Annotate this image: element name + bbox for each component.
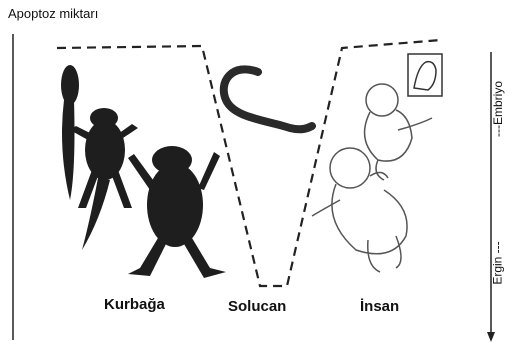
embryo-head [366,84,398,116]
human-illustration [312,54,442,272]
adult-frog-head [152,146,192,174]
tadpole-tail [62,100,75,200]
juvenile-frog-head [90,108,118,128]
adult-axis-label: Ergin --- [491,241,505,284]
infant-head [330,148,370,188]
infant-arm [312,200,340,216]
worm-illustration [224,69,312,129]
frog-illustration [61,65,226,278]
tadpole-body [61,65,79,105]
frog-label: Kurbağa [104,296,165,313]
adult-frog-body [147,163,203,247]
right-axis-arrowhead [487,332,495,342]
worm-label: Solucan [228,298,286,315]
embryo-axis-label: ---Embriyo [491,81,505,137]
embryo-limbs [376,118,432,180]
hand-detail [414,62,436,90]
human-label: İnsan [360,298,399,315]
infant-body [332,184,407,254]
embryo-body [365,110,412,161]
juvenile-frog-body [85,120,125,180]
